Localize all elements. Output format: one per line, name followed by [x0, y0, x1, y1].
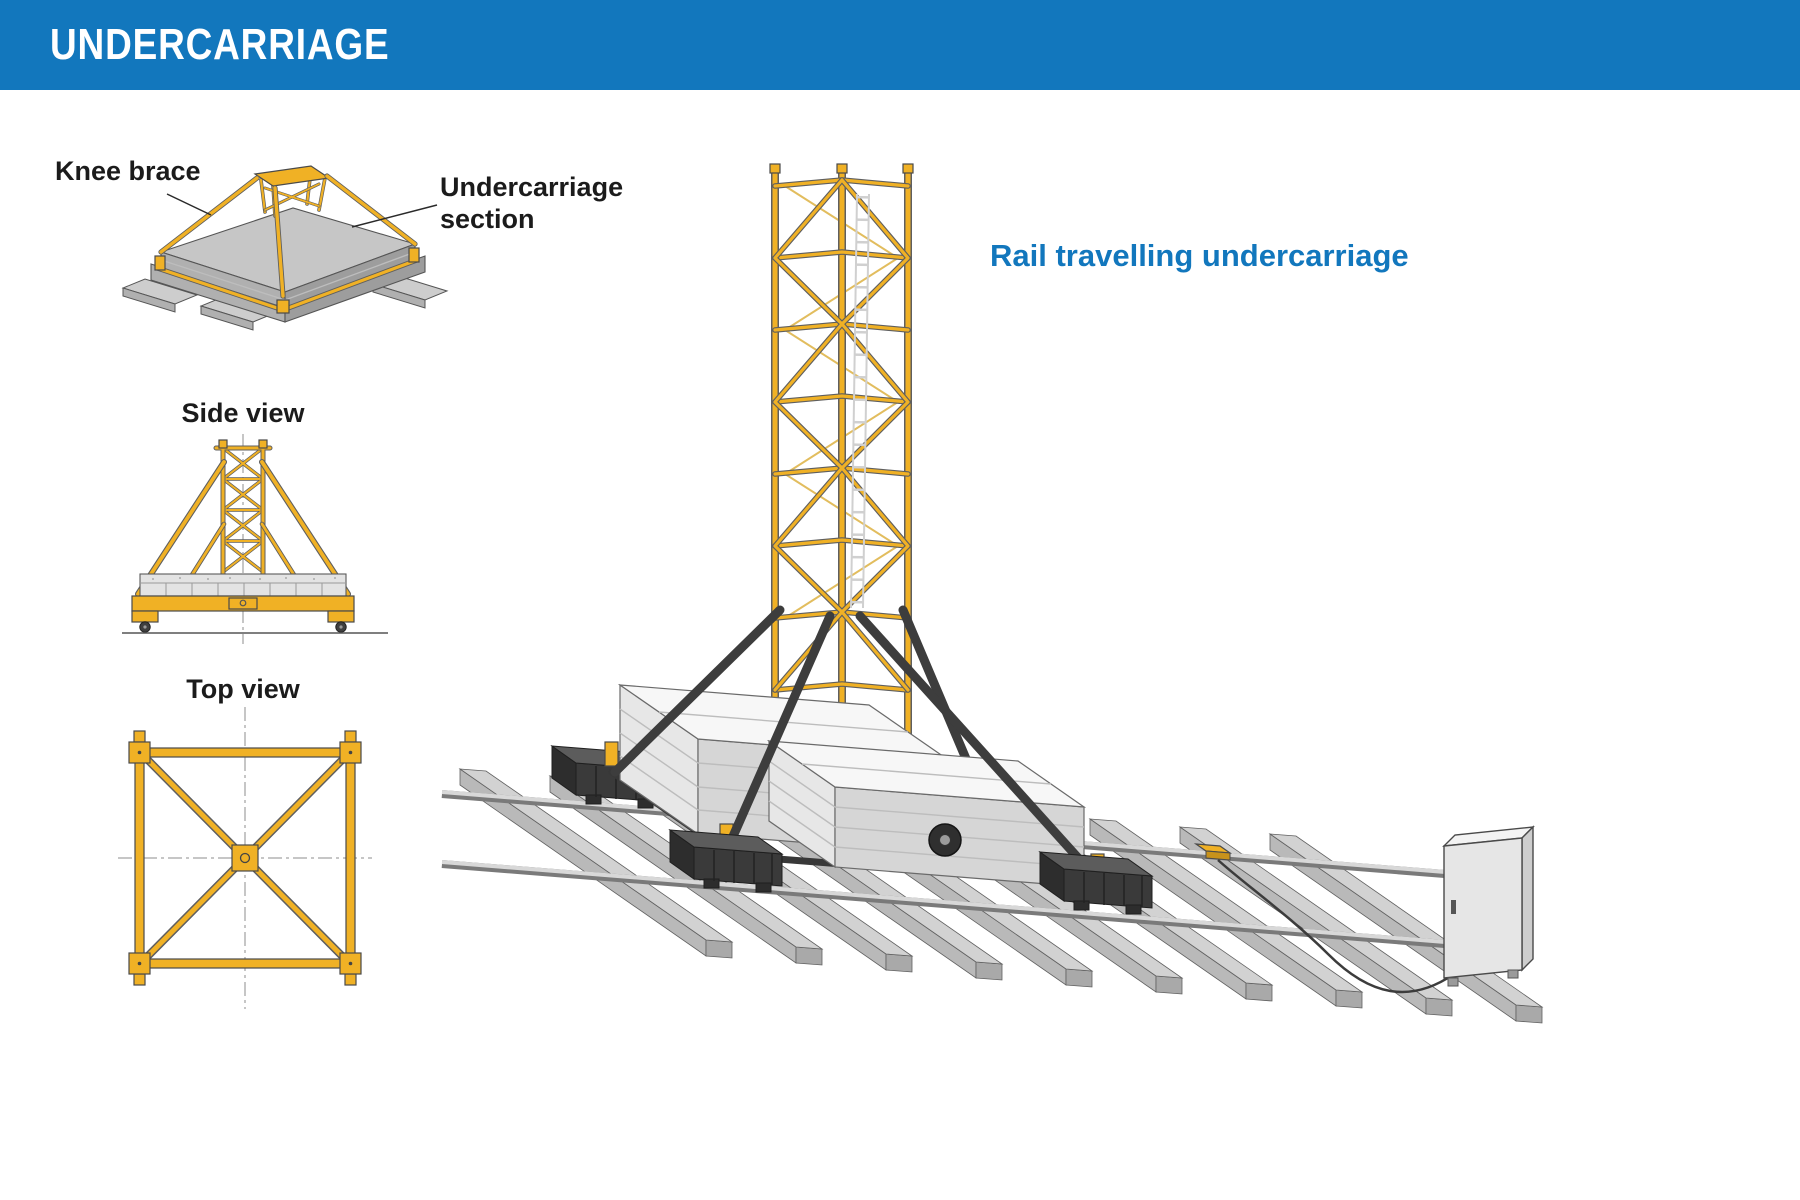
base-beam	[131, 595, 355, 623]
ballast-band	[139, 573, 347, 597]
center-wheel	[928, 823, 962, 857]
rail-wheels	[139, 621, 347, 633]
knee-brace-label: Knee brace	[55, 156, 201, 186]
rail-travelling-label: Rail travelling undercarriage	[990, 238, 1409, 273]
knee-braces	[158, 173, 418, 299]
tower-stub	[253, 165, 331, 218]
undercarriage-section-leader-line	[351, 204, 438, 228]
rail-clamp	[1193, 843, 1233, 861]
undercarriage-isometric-figure	[115, 148, 465, 348]
knee-brace-leader-line	[166, 193, 212, 216]
header-bar: UNDERCARRIAGE	[0, 0, 1800, 90]
top-view-figure	[110, 703, 380, 1013]
knee-braces	[135, 459, 351, 597]
center-plate	[231, 844, 259, 872]
corner-fittings	[128, 730, 362, 986]
mast-ladder	[850, 193, 870, 609]
knee-braces	[610, 605, 1103, 885]
control-cabinet	[1442, 825, 1535, 987]
rail-undercarriage-figure	[430, 140, 1570, 1050]
side-view-figure	[120, 432, 390, 650]
support-pads	[121, 274, 449, 331]
page-title: UNDERCARRIAGE	[50, 20, 390, 69]
undercarriage-frame	[154, 247, 420, 314]
power-cable	[1217, 859, 1455, 994]
top-view-label: Top view	[186, 674, 300, 704]
undercarriage-section-label: Undercarriage section	[440, 172, 624, 234]
side-view-label: Side view	[181, 398, 305, 428]
